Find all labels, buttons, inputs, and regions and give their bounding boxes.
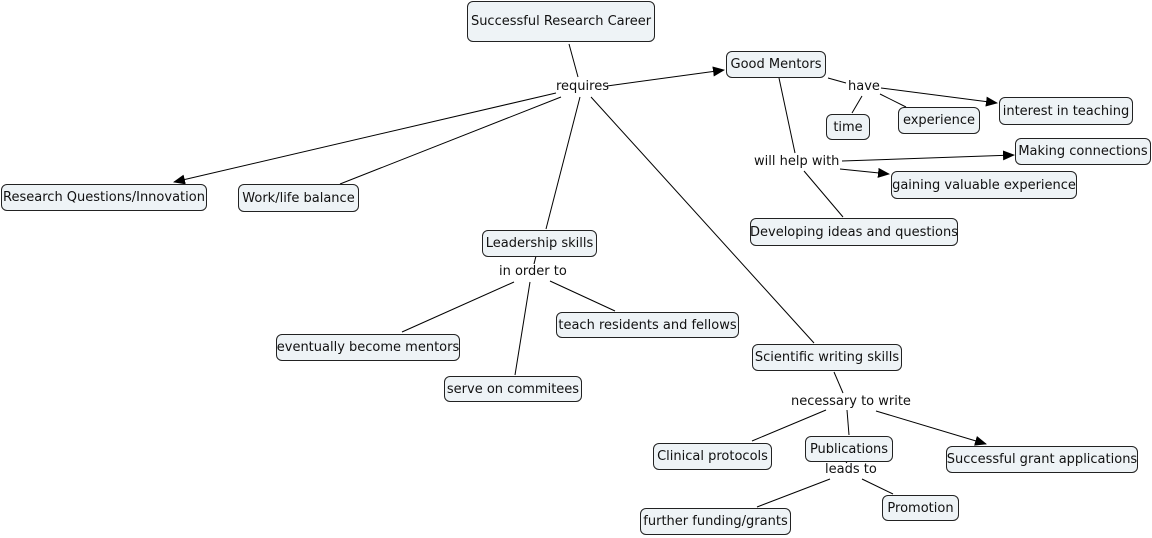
node-clinical-protocols[interactable]: Clinical protocols: [653, 443, 772, 470]
node-become-mentors[interactable]: eventually become mentors: [276, 334, 460, 361]
link-label-in-order-to: in order to: [499, 264, 567, 279]
node-experience[interactable]: experience: [898, 107, 980, 134]
node-leadership-skills[interactable]: Leadership skills: [482, 230, 597, 257]
link-label-requires: requires: [556, 79, 609, 94]
node-interest-in-teaching[interactable]: interest in teaching: [999, 97, 1133, 125]
node-promotion[interactable]: Promotion: [882, 495, 959, 521]
node-research-questions[interactable]: Research Questions/Innovation: [1, 184, 207, 211]
node-successful-research-career[interactable]: Successful Research Career: [467, 1, 655, 42]
node-teach-residents[interactable]: teach residents and fellows: [556, 312, 739, 338]
node-publications[interactable]: Publications: [805, 436, 893, 462]
node-making-connections[interactable]: Making connections: [1015, 138, 1151, 165]
link-label-necessary-to-write: necessary to write: [791, 394, 911, 409]
node-time[interactable]: time: [826, 114, 870, 140]
link-label-will-help-with: will help with: [754, 154, 840, 169]
node-further-funding[interactable]: further funding/grants: [640, 508, 791, 535]
node-serve-committees[interactable]: serve on commitees: [444, 376, 582, 402]
node-gaining-valuable-experience[interactable]: gaining valuable experience: [891, 171, 1077, 199]
node-good-mentors[interactable]: Good Mentors: [726, 51, 826, 78]
link-label-have: have: [848, 79, 880, 94]
node-scientific-writing[interactable]: Scientific writing skills: [752, 344, 902, 371]
link-label-leads-to: leads to: [825, 462, 877, 477]
node-developing-ideas[interactable]: Developing ideas and questions: [750, 218, 958, 246]
node-work-life-balance[interactable]: Work/life balance: [238, 184, 359, 212]
node-grant-applications[interactable]: Successful grant applications: [946, 446, 1138, 473]
